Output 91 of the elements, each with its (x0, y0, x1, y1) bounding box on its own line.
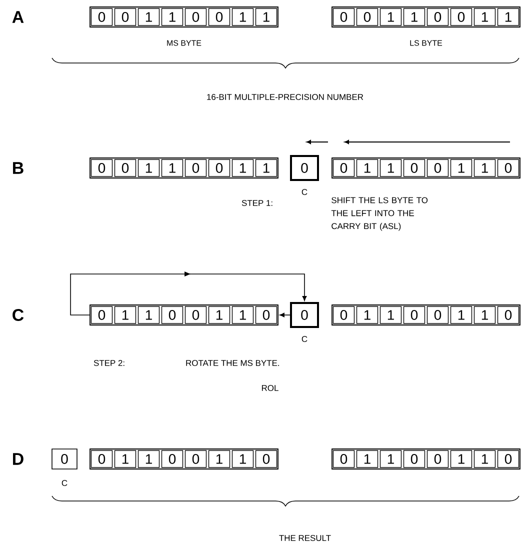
caption-text: THE RESULT (279, 535, 331, 541)
bit-cell: 0 (208, 8, 230, 26)
bit-cell: 0 (255, 306, 278, 324)
bit-cell: 1 (255, 8, 278, 26)
bit-cell: 0 (184, 159, 207, 177)
bit-cell: 0 (403, 159, 426, 177)
carry-label: C (302, 189, 308, 195)
bit-cell: 1 (138, 306, 160, 324)
bit-cell: 1 (232, 8, 254, 26)
register-box (90, 6, 278, 28)
bit-cell: 0 (255, 450, 278, 468)
register-box (90, 304, 278, 326)
panel-letter: C (12, 309, 24, 321)
bit-cell: 0 (90, 306, 113, 324)
bit-cell: 0 (332, 8, 355, 26)
arrow (280, 312, 290, 318)
carry-bit-box: 0 (52, 448, 78, 470)
bit-cell: 1 (161, 159, 184, 177)
bit-cell: 0 (403, 306, 426, 324)
bit-cell: 1 (208, 306, 230, 324)
bit-cell: 1 (403, 8, 426, 26)
step-description: SHIFT THE LS BYTE TO THE LEFT INTO THE CARRY BIT (ASL) (331, 197, 428, 231)
bit-cell: 0 (450, 8, 472, 26)
caption-text: STEP 1: (242, 200, 272, 206)
bit-cell: 1 (114, 450, 136, 468)
carry-label: C (62, 480, 68, 486)
bit-cell: 0 (497, 450, 520, 468)
bit-cell: 1 (450, 159, 472, 177)
carry-bit-box: 0 (290, 302, 319, 328)
bit-cell: 1 (161, 8, 184, 26)
caption-text: ROL (262, 385, 278, 391)
register-box (90, 158, 278, 178)
bit-cell: 1 (474, 450, 496, 468)
carry-bit-box: 0 (290, 155, 319, 181)
bit-cell: 1 (497, 8, 520, 26)
bit-cell: 1 (356, 306, 378, 324)
bit-cell: 1 (380, 159, 402, 177)
register-box (332, 158, 520, 178)
bit-cell: 0 (90, 8, 113, 26)
bit-cell: 0 (426, 159, 449, 177)
bit-cell: 1 (138, 8, 160, 26)
bit-cell: 0 (114, 159, 136, 177)
bit-cell: 1 (138, 450, 160, 468)
panel-letter: A (12, 11, 24, 23)
bit-cell: 1 (232, 450, 254, 468)
register-box (332, 448, 520, 470)
bit-cell: 1 (380, 306, 402, 324)
bit-cell: 0 (497, 306, 520, 324)
bit-cell: 1 (450, 306, 472, 324)
bit-cell: 0 (184, 8, 207, 26)
bit-cell: 1 (255, 159, 278, 177)
carry-label: C (302, 336, 308, 342)
bit-cell: 1 (208, 450, 230, 468)
bit-cell: 0 (114, 8, 136, 26)
bit-cell: 0 (356, 8, 378, 26)
bit-cell: 0 (332, 306, 355, 324)
register-box (332, 6, 520, 28)
bit-cell: 1 (356, 450, 378, 468)
bit-cell: 1 (474, 306, 496, 324)
bit-cell: 0 (403, 450, 426, 468)
panel-letter: B (13, 162, 24, 174)
bit-cell: 0 (208, 159, 230, 177)
bit-cell: 0 (90, 159, 113, 177)
bit-cell: 0 (426, 450, 449, 468)
bit-cell: 0 (497, 159, 520, 177)
caption-text: 16-BIT MULTIPLE-PRECISION NUMBER (207, 94, 364, 100)
caption-text: STEP 2: (94, 360, 124, 366)
bit-cell: 0 (332, 450, 355, 468)
bit-cell: 0 (184, 450, 207, 468)
arrow (70, 272, 307, 316)
bit-cell: 0 (90, 450, 113, 468)
bit-cell: 0 (161, 306, 184, 324)
register-box (90, 448, 278, 470)
bit-cell: 1 (232, 159, 254, 177)
bit-cell: 1 (380, 8, 402, 26)
bit-cell: 1 (474, 8, 496, 26)
bit-cell: 1 (474, 159, 496, 177)
caption-text: ROTATE THE MS BYTE. (186, 360, 279, 366)
bit-cell: 1 (232, 306, 254, 324)
bit-cell: 1 (380, 450, 402, 468)
panel-letter: D (13, 453, 24, 465)
bit-cell: 1 (356, 159, 378, 177)
bit-cell: 0 (426, 8, 449, 26)
register-box (332, 304, 520, 326)
bit-cell: 1 (138, 159, 160, 177)
bit-cell: 1 (114, 306, 136, 324)
bit-cell: 0 (184, 306, 207, 324)
bit-cell: 1 (450, 450, 472, 468)
bit-cell: 0 (161, 450, 184, 468)
bit-cell: 0 (426, 306, 449, 324)
bit-cell: 0 (332, 159, 355, 177)
